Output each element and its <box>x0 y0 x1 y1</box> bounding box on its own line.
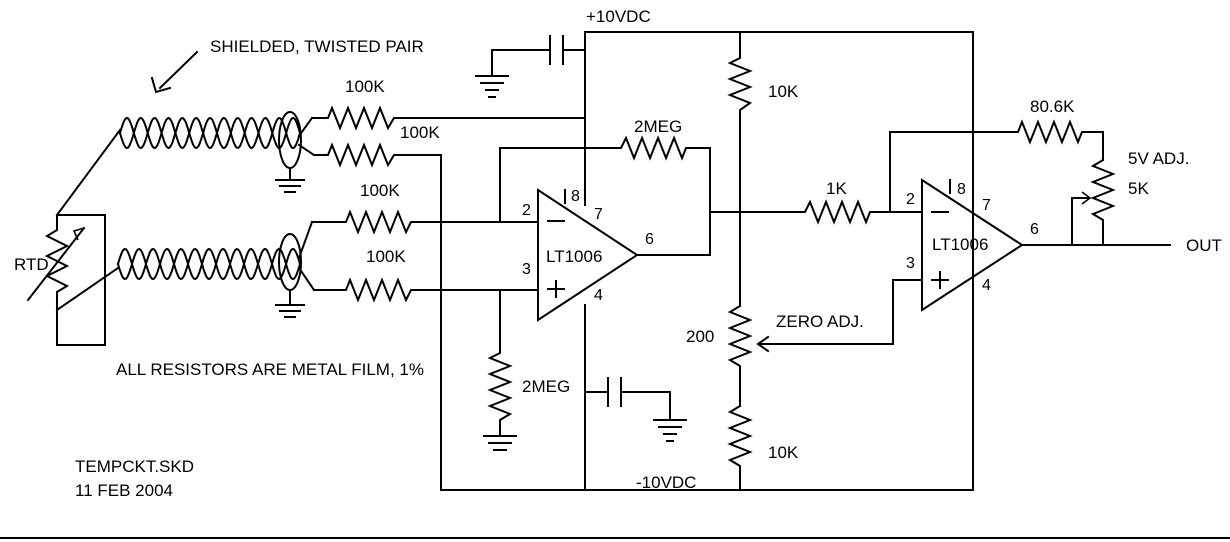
u1-pin-2: 2 <box>522 202 531 219</box>
resistor-bottom-1-value: 100K <box>360 181 400 200</box>
resistor-divider-bottom-10k: 10K <box>727 404 799 491</box>
u2-pin-2: 2 <box>906 191 915 208</box>
resistor-divider-bottom-value: 10K <box>768 443 799 462</box>
potentiometer-zero-value: 200 <box>686 327 714 346</box>
resistor-bottom-2: 100K <box>313 247 539 303</box>
resistor-note: ALL RESISTORS ARE METAL FILM, 1% <box>116 360 424 379</box>
resistor-ground-2meg-value: 2MEG <box>522 377 570 396</box>
resistor-bottom-1: 100K <box>311 181 539 235</box>
resistor-top-1: 100K <box>311 77 586 131</box>
potentiometer-zero-adj: 200 ZERO ADJ. <box>686 279 894 407</box>
u2-pin-6: 6 <box>1030 221 1039 238</box>
zero-adj-label: ZERO ADJ. <box>776 312 864 331</box>
u2-pin-3: 3 <box>906 255 915 272</box>
op-amp-u2: LT1006 2 3 8 7 4 6 <box>906 178 1039 312</box>
op-amp-u2-name: LT1006 <box>932 235 988 254</box>
rtd-label: RTD <box>14 255 49 274</box>
resistor-divider-top-10k: 10K <box>727 31 799 307</box>
cable-note: SHIELDED, TWISTED PAIR <box>150 37 424 94</box>
resistor-top-1-value: 100K <box>345 77 385 96</box>
resistor-top-2: 100K <box>313 123 442 491</box>
capacitor-positive-rail <box>475 35 586 98</box>
capacitor-negative-rail <box>584 377 687 442</box>
cable-note-text: SHIELDED, TWISTED PAIR <box>210 37 424 56</box>
ground-symbol-shield-bottom <box>275 304 305 318</box>
potentiometer-span-value: 5K <box>1128 179 1149 198</box>
output-label: OUT <box>1186 236 1222 255</box>
rtd-sensor: RTD <box>14 128 122 346</box>
u2-pin-8: 8 <box>957 181 966 198</box>
span-adj-label: 5V ADJ. <box>1128 149 1189 168</box>
twisted-pair-bottom <box>116 233 302 306</box>
resistor-input-1k-value: 1K <box>826 179 847 198</box>
resistor-ground-2meg: 2MEG <box>483 289 570 451</box>
u1-pin-8: 8 <box>571 188 580 205</box>
resistor-feedback-80k6: 80.6K <box>889 97 1104 213</box>
ground-symbol-shield-top <box>275 179 305 193</box>
u1-pin-4: 4 <box>594 287 603 304</box>
u2-pin-7: 7 <box>982 197 991 214</box>
resistor-input-1k: 1K <box>709 179 923 225</box>
u1-pin-7: 7 <box>594 206 603 223</box>
u1-pin-6: 6 <box>645 231 654 248</box>
resistor-feedback-2meg: 2MEG <box>499 117 711 223</box>
resistor-bottom-2-value: 100K <box>366 247 406 266</box>
resistor-feedback-80k6-value: 80.6K <box>1030 97 1075 116</box>
file-name: TEMPCKT.SKD <box>75 457 194 476</box>
u2-pin-4: 4 <box>982 277 991 294</box>
resistor-divider-top-value: 10K <box>768 82 799 101</box>
potentiometer-span-adj: 5V ADJ. 5K <box>1071 149 1189 246</box>
u1-pin-3: 3 <box>522 261 531 278</box>
supply-positive-label: +10VDC <box>586 7 651 26</box>
resistor-top-2-value: 100K <box>400 123 440 142</box>
op-amp-u1-name: LT1006 <box>546 247 602 266</box>
supply-negative-label: -10VDC <box>636 473 696 492</box>
op-amp-u1: LT1006 2 3 8 7 4 6 <box>522 188 654 322</box>
twisted-pair-top <box>118 111 302 181</box>
resistor-feedback-2meg-value: 2MEG <box>634 117 682 136</box>
file-date: 11 FEB 2004 <box>75 481 173 500</box>
